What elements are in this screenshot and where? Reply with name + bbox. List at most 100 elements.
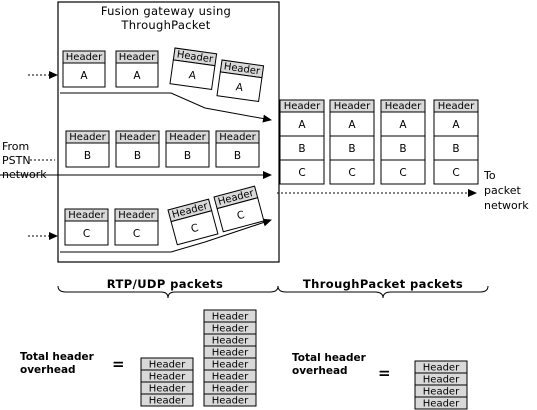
packet-header-text: Header	[69, 132, 106, 143]
rtp-overhead-label-line1: Total header	[20, 351, 95, 363]
input-label-from: From	[2, 140, 29, 153]
packet-payload-text: A	[133, 70, 141, 82]
tp-payload-text: C	[399, 167, 406, 179]
gateway-title-line1: Fusion gateway using	[101, 4, 231, 18]
tp-payload-cell	[329, 135, 375, 161]
tp-payload-text: B	[452, 143, 459, 155]
packet-payload-cell	[169, 59, 216, 91]
packet-header-text: Header	[66, 52, 103, 63]
packet-payload-text: C	[133, 228, 140, 240]
tp-payload-text: C	[348, 167, 355, 179]
rtp-header-stack-tall: HeaderHeaderHeaderHeaderHeaderHeaderHead…	[203, 309, 257, 407]
packet-payload-cell	[114, 220, 159, 246]
packet-header-text: Header	[219, 132, 256, 143]
stack-header-text: Header	[212, 360, 249, 371]
throughpacket-section-label: ThroughPacket packets	[303, 277, 463, 291]
stack-header-text: Header	[212, 348, 249, 359]
packet-payload-cell	[64, 220, 109, 246]
input-label-pstn: PSTN	[2, 154, 31, 167]
packet-header-text: Header	[68, 210, 105, 221]
tp-payload-text: B	[399, 143, 406, 155]
stream-a-line	[60, 92, 272, 123]
tp-overhead-label-line2: overhead	[292, 365, 348, 377]
stack-header-text: Header	[149, 396, 186, 407]
header-stacks: HeaderHeaderHeaderHeaderHeaderHeaderHead…	[140, 309, 468, 410]
stack-header-text: Header	[212, 384, 249, 395]
packet-header-text: Header	[119, 132, 156, 143]
packet-header-text: Header	[169, 132, 206, 143]
tp-overhead-label-line1: Total header	[292, 352, 367, 364]
stack-header-cell	[414, 396, 468, 410]
stack-header-text: Header	[212, 396, 249, 407]
packet-payload-cell	[115, 62, 159, 88]
packet-payload-text: C	[83, 228, 90, 240]
tp-payload-cell	[329, 159, 375, 185]
packet-payload-text: B	[84, 150, 91, 162]
rtp-overhead-label-line2: overhead	[20, 364, 76, 376]
rtp-udp-brace	[57, 285, 279, 299]
input-label-network: network	[2, 168, 47, 181]
tp-payload-text: C	[452, 167, 459, 179]
packet-payload-cell	[216, 71, 263, 103]
tp-payload-cell	[380, 159, 426, 185]
packet-header-text: Header	[119, 52, 156, 63]
stack-header-text: Header	[423, 387, 460, 398]
output-label-packet: packet	[484, 184, 522, 197]
packet-payload-text: A	[80, 70, 88, 82]
stack-header-text: Header	[212, 336, 249, 347]
tp-header-text: Header	[334, 101, 371, 112]
tp-payload-text: C	[298, 167, 305, 179]
tp-header-text: Header	[438, 101, 475, 112]
packet-payload-text: A	[235, 81, 245, 94]
packet-payload-cell	[165, 142, 210, 168]
tp-payload-text: A	[298, 119, 306, 131]
packet-payload-cell	[215, 142, 260, 168]
packet-payload-text: C	[190, 222, 200, 235]
rtp-equals-sign: =	[112, 355, 125, 373]
output-label-network: network	[484, 199, 529, 212]
packet-payload-cell	[62, 62, 106, 88]
packet-payload-cell	[115, 142, 160, 168]
packet-payload-cell	[65, 142, 110, 168]
packet-header-text: Header	[118, 210, 155, 221]
packet-payload-text: A	[188, 69, 198, 82]
tp-payload-cell	[329, 111, 375, 137]
tp-payload-cell	[433, 159, 479, 185]
stack-header-text: Header	[423, 375, 460, 386]
rtp-udp-section-label: RTP/UDP packets	[107, 277, 223, 291]
output-label-to: To	[483, 169, 496, 182]
tp-header-text: Header	[284, 101, 321, 112]
packet-payload-text: B	[134, 150, 141, 162]
stack-header-cell	[140, 393, 194, 407]
stack-header-text: Header	[212, 324, 249, 335]
tp-payload-cell	[279, 111, 325, 137]
tp-payload-text: B	[348, 143, 355, 155]
packet-payload-cell	[216, 197, 265, 233]
throughpacket-brace	[277, 285, 489, 299]
tp-equals-sign: =	[378, 364, 391, 382]
stack-header-text: Header	[212, 372, 249, 383]
stack-header-text: Header	[212, 312, 249, 323]
stack-header-text: Header	[149, 372, 186, 383]
packet-payload-text: B	[184, 150, 191, 162]
tp-payload-text: A	[452, 119, 460, 131]
packet-payload-text: C	[236, 209, 246, 222]
